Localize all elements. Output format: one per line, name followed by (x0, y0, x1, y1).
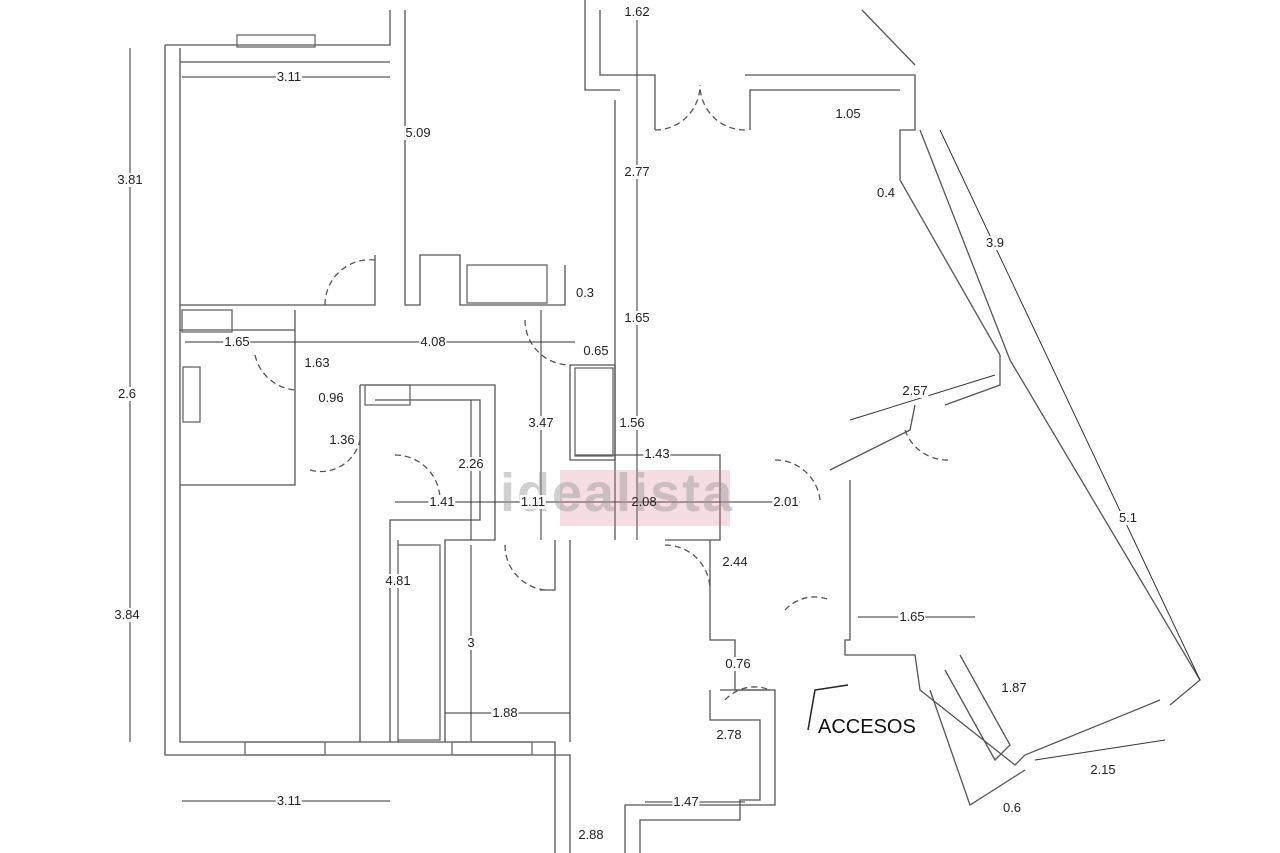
dimension-label: 1.88 (491, 705, 519, 720)
dimension-label: 1.41 (428, 494, 456, 509)
dimension-label: 0.96 (317, 390, 345, 405)
dimension-label: 3.9 (984, 235, 1006, 250)
dimension-label: 2.78 (715, 727, 743, 742)
dimension-label: 1.05 (834, 106, 862, 121)
dimension-label: 0.3 (574, 285, 596, 300)
dimension-label: 1.56 (618, 415, 646, 430)
dimension-label: 1.65 (623, 310, 651, 325)
dimension-label: 1.65 (898, 609, 926, 624)
dimension-label: 0.65 (582, 343, 610, 358)
dimension-label: 1.11 (519, 494, 547, 509)
dimension-label: 1.65 (223, 334, 251, 349)
dimension-label: 4.81 (384, 573, 412, 588)
dimension-label: 3.84 (113, 607, 141, 622)
access-label: ACCESOS (818, 716, 916, 738)
dimension-label: 1.62 (623, 4, 651, 19)
dimension-label: 3.11 (275, 69, 303, 84)
dimension-label: 2.15 (1089, 762, 1117, 777)
dimension-label: 3 (466, 635, 476, 650)
watermark-logo: idealista (500, 463, 735, 523)
dimension-label: 1.36 (328, 432, 356, 447)
dimension-label: 2.44 (721, 554, 749, 569)
dimension-label: 1.87 (1000, 680, 1028, 695)
dimension-label: 4.08 (419, 334, 447, 349)
dimension-label: 2.77 (623, 164, 651, 179)
dimension-label: 0.4 (875, 185, 897, 200)
dimension-label: 5.1 (1117, 510, 1139, 525)
dimension-label: 1.43 (643, 446, 671, 461)
dimension-label: 2.57 (901, 383, 929, 398)
dimension-label: 1.47 (672, 794, 700, 809)
dimension-label: 5.09 (404, 125, 432, 140)
dimension-label: 2.6 (116, 386, 138, 401)
dimension-label: 0.76 (724, 656, 752, 671)
dimension-label: 3.47 (527, 415, 555, 430)
dimension-label: 3.11 (275, 793, 303, 808)
dimension-label: 2.01 (772, 494, 800, 509)
dimension-label: 2.08 (631, 494, 657, 509)
dimension-label: 2.88 (577, 827, 605, 842)
dimension-label: 2.26 (457, 456, 485, 471)
dimension-label: 3.81 (116, 172, 144, 187)
dimension-label: 0.6 (1001, 800, 1023, 815)
dimension-label: 1.63 (303, 355, 331, 370)
watermark-box (560, 470, 730, 526)
